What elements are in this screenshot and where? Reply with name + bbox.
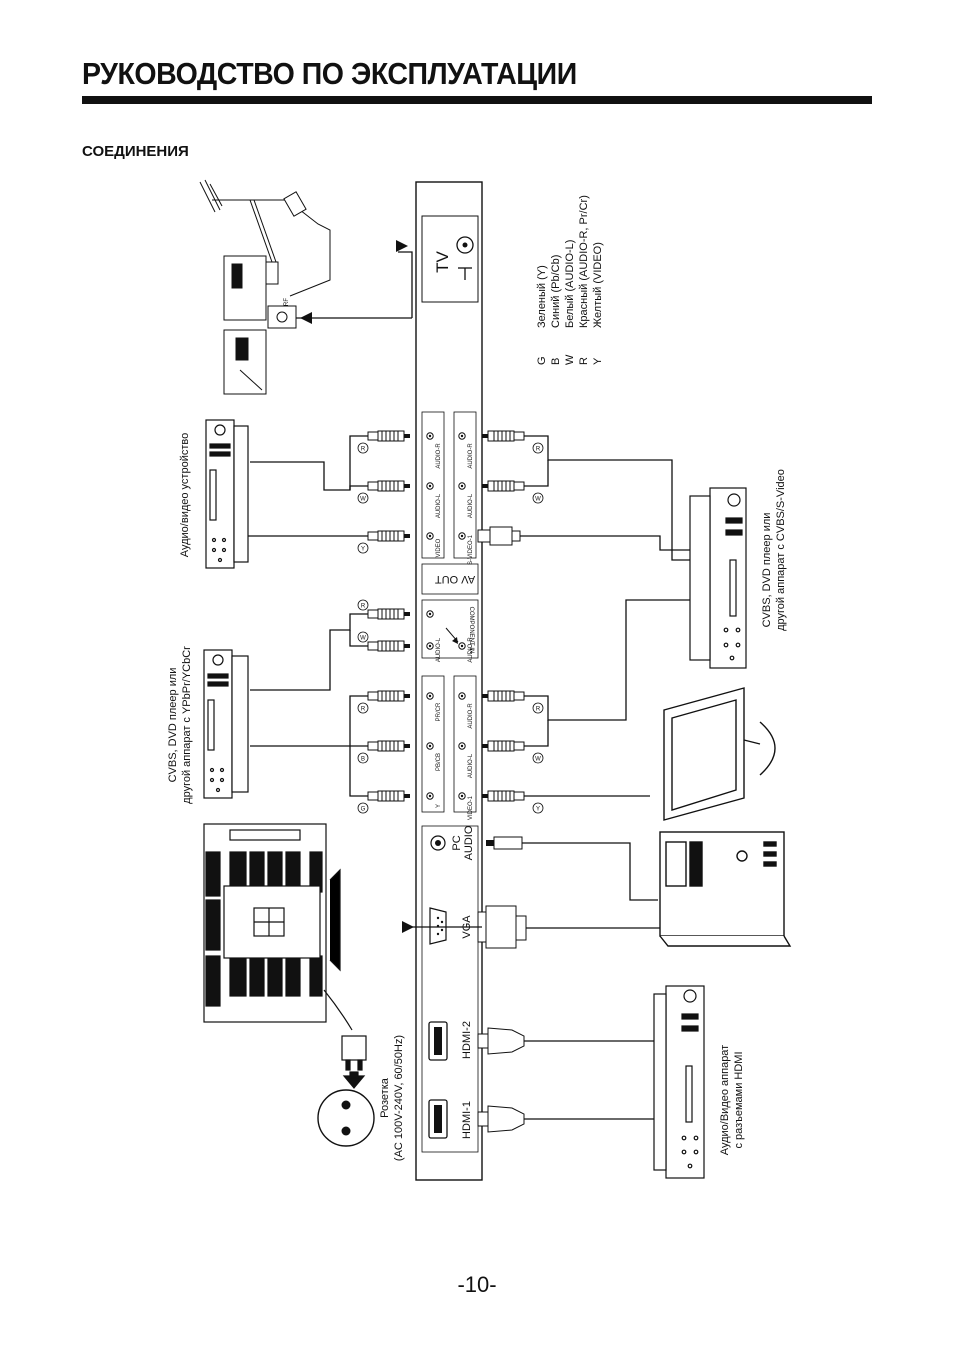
svideo-device-icon [689, 487, 747, 669]
svg-text:B: B [550, 358, 562, 365]
av-out-jacks: AUDIO-R AUDIO-L VIDEO AUDIO-R AUDIO-L S-… [426, 432, 474, 565]
rca-plugs-right [477, 430, 527, 1133]
svg-text:VIDEO-1: VIDEO-1 [468, 795, 474, 820]
svg-text:Желтый (VIDEO): Желтый (VIDEO) [592, 242, 604, 328]
svg-text:R: R [536, 707, 541, 713]
cables-right [410, 435, 690, 1120]
svg-text:AUDIO-L: AUDIO-L [436, 637, 442, 662]
svg-text:B: B [361, 757, 365, 763]
hdmi-device-label-2: с разъемами HDMI [733, 1051, 745, 1148]
svg-text:VIDEO: VIDEO [436, 538, 442, 557]
svg-text:PC: PC [451, 835, 463, 850]
svg-text:W: W [360, 636, 366, 642]
svg-text:G: G [536, 356, 548, 365]
svg-text:HDMI-1: HDMI-1 [461, 1101, 473, 1139]
svg-text:AUDIO-L: AUDIO-L [468, 753, 474, 778]
ypbpr-label-1: CVBS, DVD плеер или [167, 668, 179, 783]
svg-text:Зеленый (Y): Зеленый (Y) [536, 265, 548, 328]
svg-text:Красный (AUDIO-R, Pr/Cr): Красный (AUDIO-R, Pr/Cr) [578, 195, 590, 328]
page-number: -10- [457, 1272, 497, 1297]
svg-text:Y: Y [536, 807, 540, 813]
pc-icon [659, 687, 792, 947]
svg-text:R: R [361, 447, 366, 453]
svg-text:R: R [536, 447, 541, 453]
svg-text:AUDIO-R: AUDIO-R [436, 443, 442, 469]
cables-left [232, 251, 413, 797]
svg-text:Y: Y [436, 804, 442, 808]
svg-text:Y: Y [361, 547, 365, 553]
svg-text:HDMI-2: HDMI-2 [461, 1021, 473, 1059]
component-jacks: COMPONENT-IN AUDIO-L AUDIO-R [426, 607, 474, 663]
svg-text:W: W [535, 757, 541, 763]
svg-text:R: R [578, 357, 590, 365]
hdmi-device-icon [653, 985, 705, 1179]
svg-text:AUDIO-L: AUDIO-L [468, 493, 474, 518]
tv-label: TV [433, 250, 452, 272]
section-heading: СОЕДИНЕНИЯ [82, 143, 189, 160]
av-device-label: Аудио/видео устройство [179, 433, 191, 557]
svg-text:W: W [360, 497, 366, 503]
svg-text:R: R [361, 604, 366, 610]
title-rule [82, 96, 872, 104]
svg-text:AUDIO-R: AUDIO-R [468, 703, 474, 729]
wall-socket-icon [317, 1089, 375, 1147]
svg-text:PB/CB: PB/CB [436, 753, 442, 771]
hdmi-device-label-1: Аудио/Видео аппарат [719, 1045, 731, 1155]
svg-text:Белый (AUDIO-L): Белый (AUDIO-L) [564, 240, 576, 328]
ypbpr-device-icon [203, 649, 249, 799]
svg-text:COMPONENT-IN: COMPONENT-IN [468, 607, 474, 654]
page-title: РУКОВОДСТВО ПО ЭКСПЛУАТАЦИИ [82, 56, 577, 91]
socket-label-2: (AC 100V-240V, 60/50Hz) [393, 1035, 405, 1161]
svg-text:AUDIO: AUDIO [463, 825, 475, 860]
svg-text:PR/CR: PR/CR [436, 702, 442, 721]
svg-text:G: G [361, 807, 366, 813]
color-legend: G B W R Y Зеленый (Y) Синий (Pb/Cb) Белы… [536, 195, 604, 365]
svg-text:AUDIO-R: AUDIO-R [468, 637, 474, 663]
svg-text:S-VIDEO-1: S-VIDEO-1 [468, 534, 474, 565]
hdmi2-port[interactable] [428, 1021, 448, 1061]
svideo-label-1: CVBS, DVD плеер или [761, 513, 773, 628]
svg-text:W: W [535, 497, 541, 503]
svg-text:AUDIO-R: AUDIO-R [468, 443, 474, 469]
power-plug-icon [323, 989, 367, 1089]
hdmi1-port[interactable] [428, 1099, 448, 1139]
component-video-jacks: PR/CR PB/CB Y AUDIO-R AUDIO-L VIDEO-1 [426, 692, 474, 820]
socket-label-1: Розетка [379, 1077, 391, 1118]
plug-marks: R W Y R W R B G R W R W Y [357, 442, 544, 814]
svg-text:W: W [564, 354, 576, 365]
vga-port[interactable] [429, 907, 447, 945]
svg-text:Синий (Pb/Cb): Синий (Pb/Cb) [550, 255, 562, 328]
svg-text:Y: Y [592, 357, 604, 365]
ypbpr-label-2: другой аппарат с YPbPr/YCbCr [181, 646, 193, 804]
rca-plugs-left [367, 430, 411, 802]
tv-rear-icon [203, 823, 341, 1023]
av-out-label: AV OUT [435, 573, 475, 585]
antenna-icon [199, 179, 331, 395]
svg-text:R: R [361, 707, 366, 713]
rf-label: RF [284, 298, 290, 306]
svideo-label-2: другой аппарат с CVBS/S-Video [775, 469, 787, 631]
svg-text:AUDIO-L: AUDIO-L [436, 493, 442, 518]
av-device-icon [205, 419, 249, 569]
